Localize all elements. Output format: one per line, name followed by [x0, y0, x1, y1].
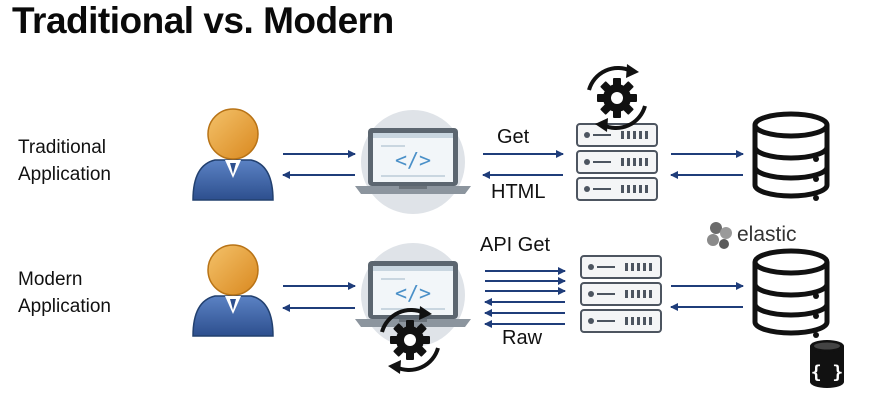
- traditional-row-label: Traditional Application: [18, 134, 111, 188]
- traditional-label-line1: Traditional: [18, 137, 107, 158]
- traditional-gear-sync-icon: [587, 62, 647, 134]
- modern-arrows: [282, 267, 744, 328]
- traditional-arrows: [282, 150, 744, 179]
- svg-text:{ }: { }: [811, 362, 844, 383]
- modern-label-line2: Application: [18, 296, 111, 317]
- traditional-label-line2: Application: [18, 164, 111, 185]
- traditional-user-icon: [192, 108, 274, 201]
- modern-label-line1: Modern: [18, 269, 83, 290]
- traditional-laptop-code-icon: [354, 109, 472, 215]
- modern-database-icon: [755, 251, 827, 338]
- modern-row-label: Modern Application: [18, 266, 111, 320]
- page-title: Traditional vs. Modern: [12, 0, 394, 41]
- raw-label: Raw: [502, 327, 543, 349]
- traditional-server-icon: [576, 123, 658, 201]
- modern-server-icon: [580, 255, 662, 333]
- traditional-database-icon: [755, 114, 827, 201]
- elastic-logo-icon: [707, 222, 732, 249]
- modern-user-icon: [192, 244, 274, 337]
- elastic-label: elastic: [737, 223, 797, 246]
- json-database-icon: { }: [810, 340, 844, 388]
- html-label: HTML: [491, 181, 546, 203]
- get-label: Get: [497, 126, 530, 148]
- api-get-label: API Get: [480, 234, 551, 256]
